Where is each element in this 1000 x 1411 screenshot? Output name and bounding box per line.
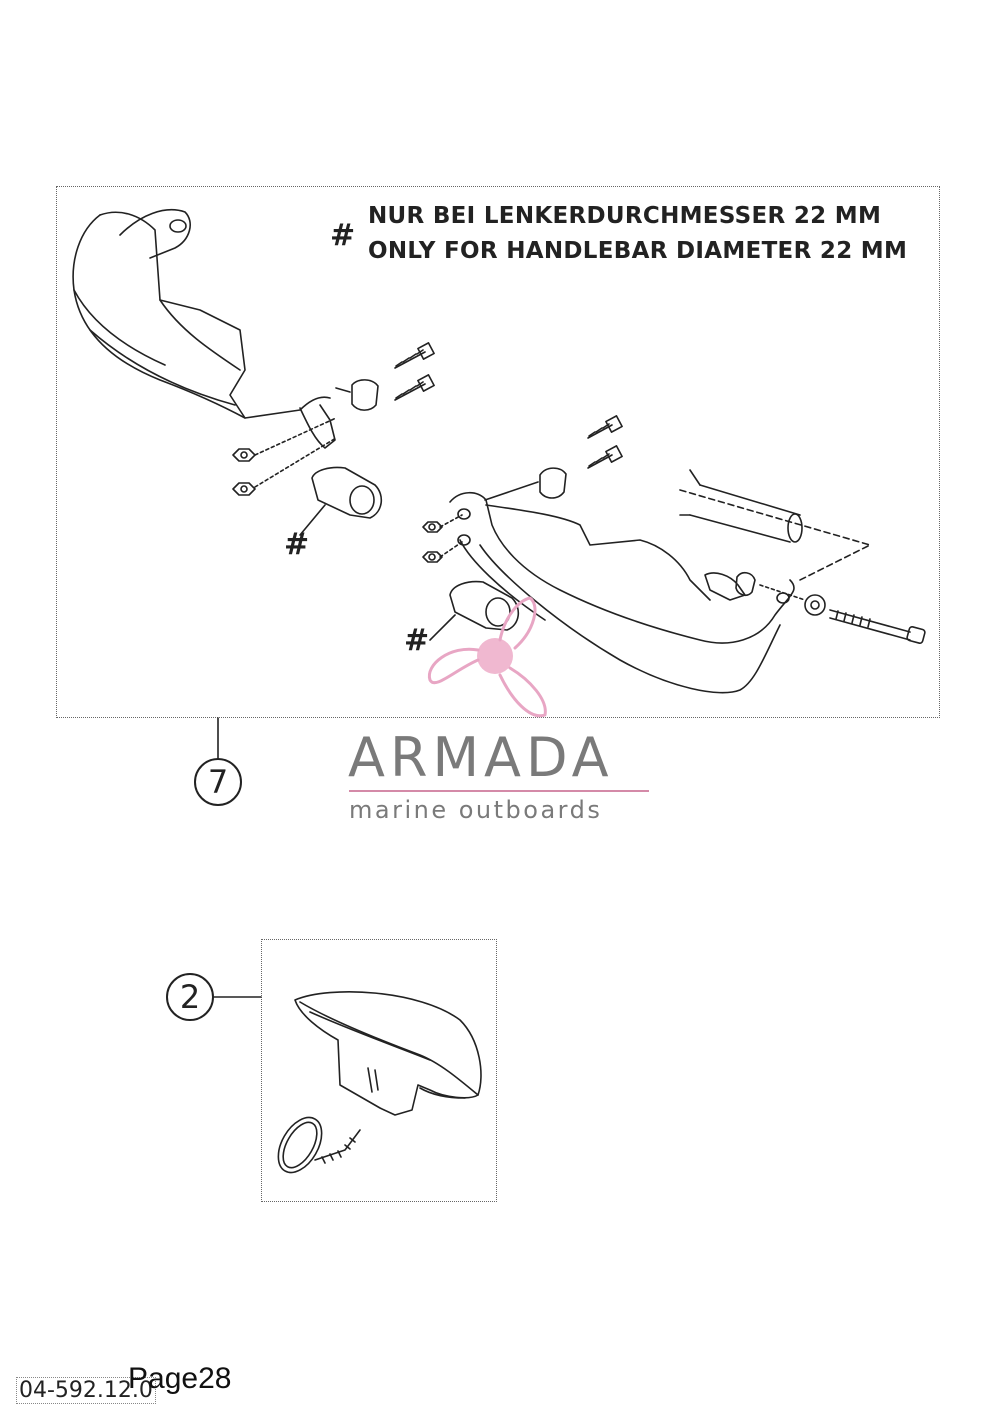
right-spacer-insert: [429, 580, 520, 641]
handlebar-end: [679, 469, 871, 581]
callout-7-number: 7: [207, 763, 229, 801]
watermark-rule: [349, 790, 649, 792]
note-symbol: #: [330, 218, 356, 253]
watermark-name: ARMADA: [348, 726, 614, 789]
page-label: Page28: [128, 1362, 232, 1395]
callout-7: 7: [194, 758, 242, 806]
hand-cover-part: [294, 991, 482, 1116]
cover-kit-frame: [261, 939, 497, 1202]
left-spacer-insert: [299, 466, 383, 536]
propeller-logo: [427, 596, 547, 718]
left-clamp-assembly: [232, 342, 435, 496]
left-insert-marker: #: [284, 527, 310, 562]
handguard-kit-frame: [56, 186, 940, 718]
right-clamp-assembly: [422, 415, 623, 563]
note-german: NUR BEI LENKERDURCHMESSER 22 MM: [368, 203, 882, 229]
left-handguard-shell: [72, 208, 331, 419]
document-number: 04-592.12.0: [16, 1377, 156, 1404]
note-english: ONLY FOR HANDLEBAR DIAMETER 22 MM: [368, 238, 908, 264]
cable-tie-part: [277, 1116, 361, 1174]
watermark-tagline: marine outboards: [349, 796, 603, 824]
bar-end-bolt: [735, 571, 926, 644]
callout-2: 2: [166, 973, 214, 1021]
callout-2-number: 2: [179, 978, 201, 1016]
right-insert-marker: #: [404, 623, 430, 658]
